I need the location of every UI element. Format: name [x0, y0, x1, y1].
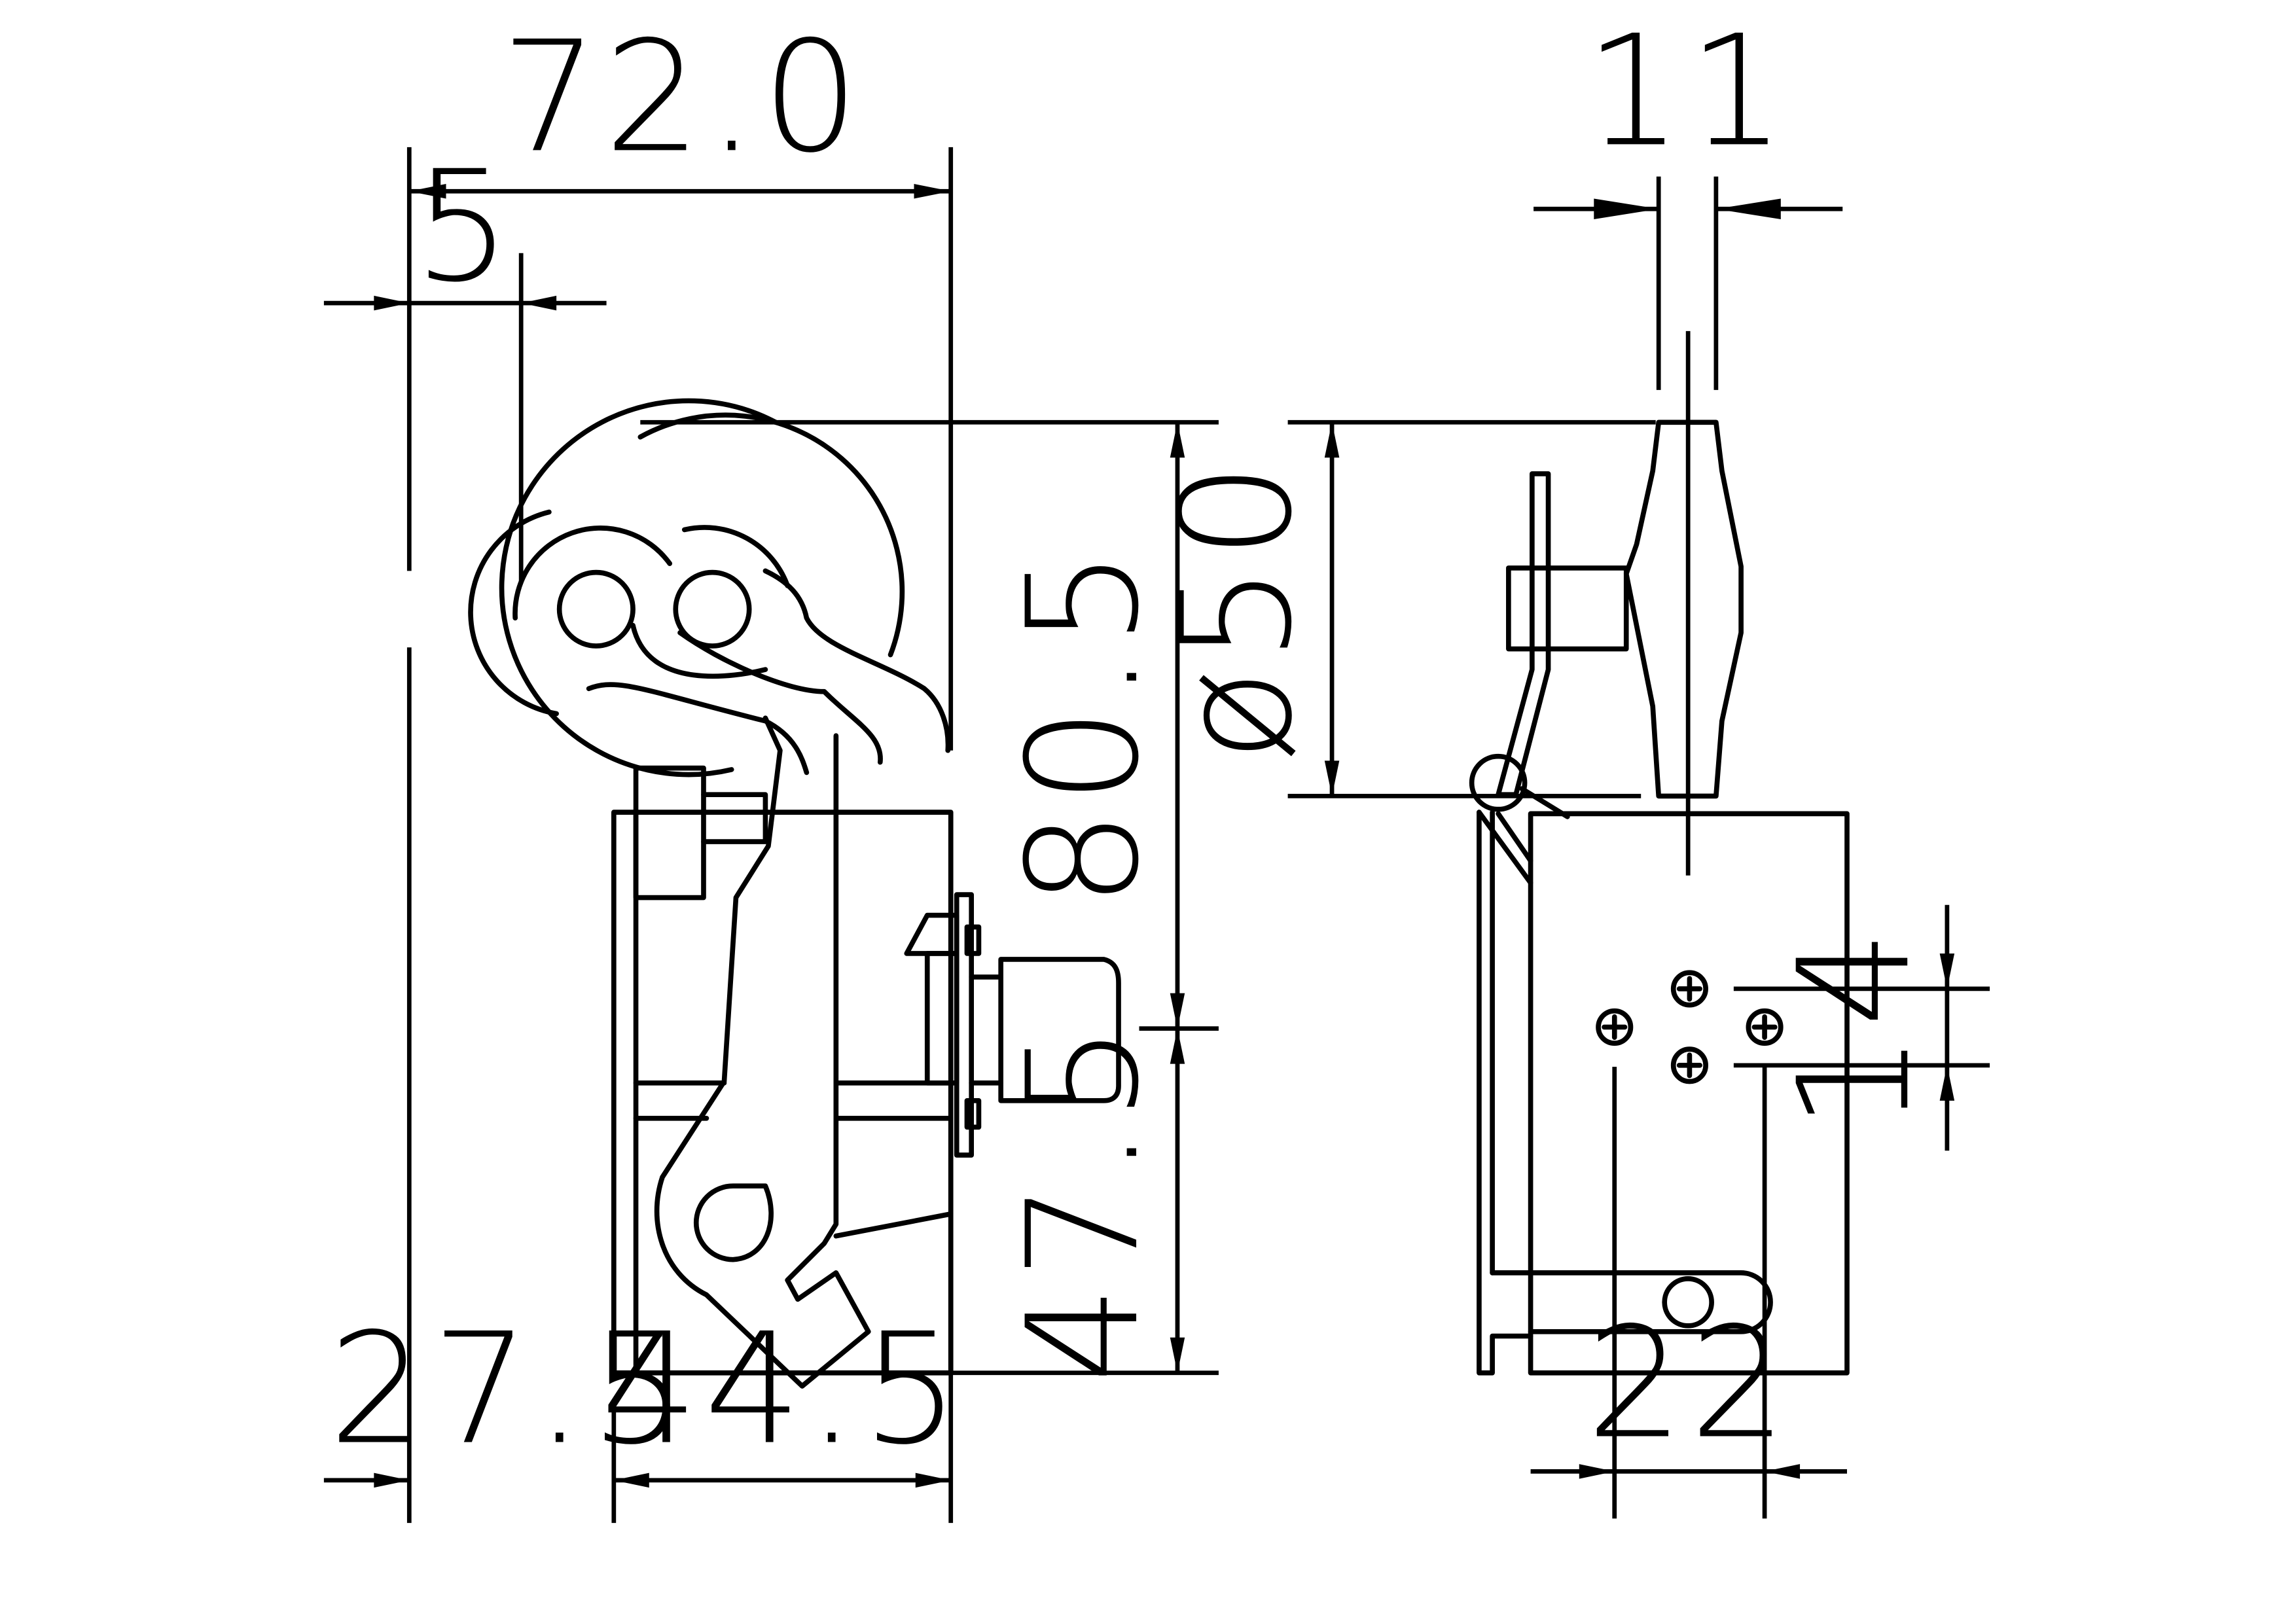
dim-lever-height: 80.5 [995, 543, 1173, 908]
screw-bottom [1670, 1046, 1708, 1084]
front-view-dimensions: 72.0 5 27.5 44.5 80.5 47.5 [323, 9, 1219, 1524]
switch-body [611, 810, 954, 1376]
actuator-lever [654, 715, 871, 1389]
side-lever-arm [1496, 471, 1551, 797]
roller-arc-secondary [637, 412, 905, 658]
dim-body-height: 47.5 [995, 1018, 1173, 1383]
side-view-part [1469, 419, 1850, 1376]
side-pivot [1469, 753, 1528, 812]
screw-right [1746, 1008, 1784, 1046]
dim-right-segment: 44.5 [601, 1300, 965, 1478]
bottom-tab [1490, 1270, 1773, 1334]
front-view-part [468, 398, 1121, 1389]
dim-roller-diameter: ø50 [1148, 456, 1326, 762]
pivot-hole-right [673, 569, 752, 649]
bottom-tab-hole [1662, 1276, 1714, 1329]
screw-top [1670, 970, 1708, 1008]
roller-side [1623, 419, 1744, 799]
dim-left-segment: 27.5 [329, 1300, 693, 1478]
dim-overall-width: 72.0 [501, 9, 865, 187]
side-body [1528, 811, 1850, 1376]
top-block [633, 765, 706, 901]
lever-slot [693, 1183, 774, 1262]
roller-axle [1506, 565, 1629, 652]
dim-roller-width: 11 [1585, 3, 1791, 181]
roller-outline [499, 398, 778, 777]
side-view-dimensions: 11 ø50 14 22 [1148, 3, 1990, 1519]
pivot-hole-left [556, 569, 636, 649]
screw-left [1596, 1008, 1634, 1046]
plunger-button [998, 957, 1121, 1103]
dim-hole-spacing-vertical: 14 [1766, 924, 1944, 1131]
dim-offset-left: 5 [414, 138, 517, 316]
